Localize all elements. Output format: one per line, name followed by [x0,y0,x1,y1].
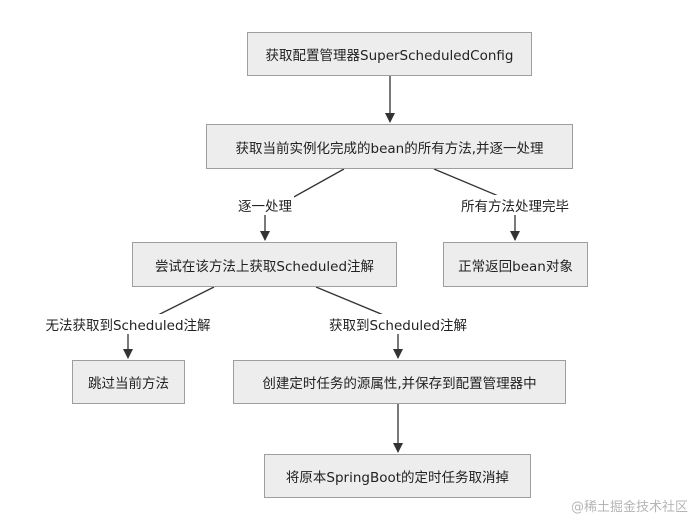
node-skip-method: 跳过当前方法 [72,360,185,404]
node-cancel-task: 将原本SpringBoot的定时任务取消掉 [264,454,531,498]
edge-label-all-done: 所有方法处理完毕 [459,195,571,215]
node-get-methods: 获取当前实例化完成的bean的所有方法,并逐一处理 [206,124,573,169]
node-return-bean: 正常返回bean对象 [443,242,588,287]
edge-label-process-each: 逐一处理 [236,195,294,215]
edge-label-not-found: 无法获取到Scheduled注解 [43,314,213,334]
node-create-task: 创建定时任务的源属性,并保存到配置管理器中 [233,360,566,404]
node-try-scheduled: 尝试在该方法上获取Scheduled注解 [132,242,397,287]
edge-label-found: 获取到Scheduled注解 [326,314,470,334]
watermark: @稀土掘金技术社区 [570,500,688,515]
node-get-config: 获取配置管理器SuperScheduledConfig [247,32,532,76]
